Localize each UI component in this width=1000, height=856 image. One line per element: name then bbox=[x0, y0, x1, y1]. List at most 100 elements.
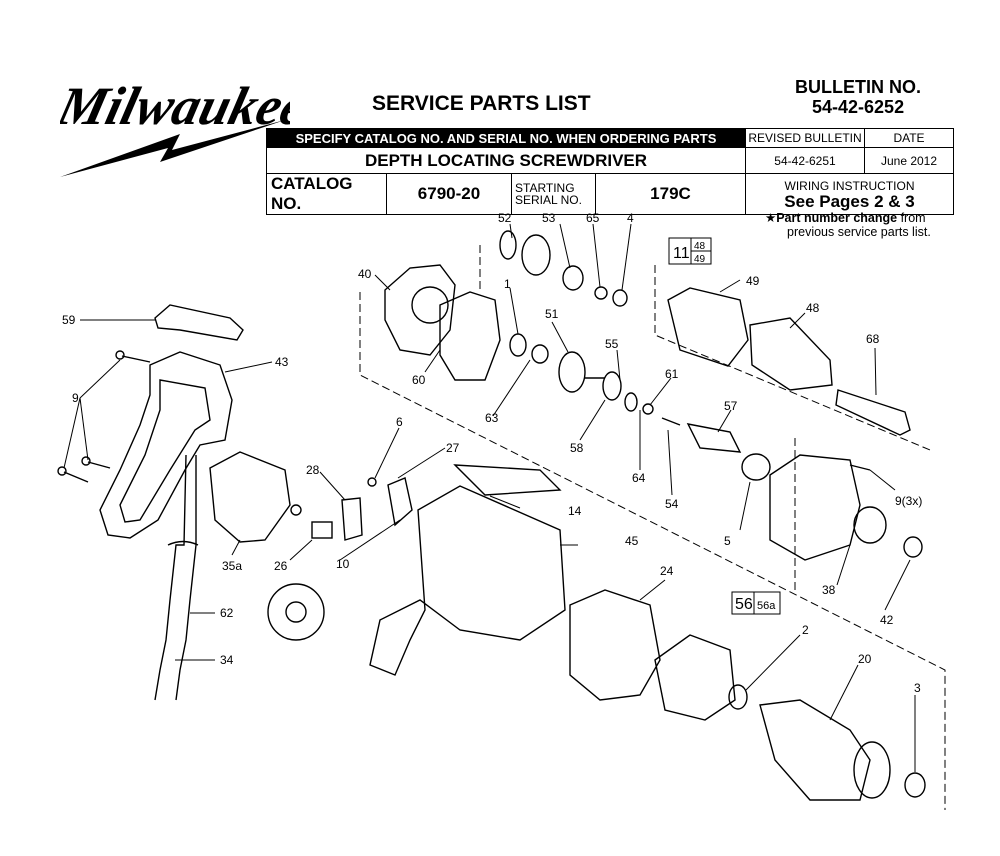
part-65-washer bbox=[594, 286, 608, 300]
bulletin-number: 54-42-6252 bbox=[812, 97, 905, 117]
part-40-gear-plate bbox=[384, 264, 456, 356]
callout-45: 45 bbox=[625, 534, 639, 548]
serial-label: SERIAL NO. bbox=[515, 193, 582, 207]
leader-lines bbox=[63, 223, 916, 772]
callout-27: 27 bbox=[446, 441, 460, 455]
callout-24: 24 bbox=[660, 564, 674, 578]
callout-51: 51 bbox=[545, 307, 559, 321]
gear-plate-bore bbox=[411, 286, 449, 324]
part-52-bearing bbox=[499, 230, 517, 260]
part-55-clutch-ball bbox=[624, 392, 638, 412]
part-20-armature bbox=[759, 699, 871, 801]
part-54-spring bbox=[661, 417, 681, 426]
part-3-bearing bbox=[904, 772, 926, 798]
callout-59: 59 bbox=[62, 313, 76, 327]
box-11-top: 48 bbox=[694, 241, 706, 252]
callout-60: 60 bbox=[412, 373, 426, 387]
header-table: SPECIFY CATALOG NO. AND SERIAL NO. WHEN … bbox=[266, 128, 954, 215]
part-27-brush-holder bbox=[387, 477, 413, 527]
part-52-gear bbox=[521, 234, 551, 276]
note-rest1: from bbox=[897, 211, 926, 225]
switch-lever bbox=[290, 504, 302, 516]
bulletin-label: BULLETIN NO. bbox=[795, 77, 921, 97]
callout-6: 6 bbox=[396, 415, 403, 429]
serial-number: 179C bbox=[595, 173, 746, 215]
part-43-handle-housing bbox=[99, 351, 233, 539]
part-61-washer bbox=[642, 403, 654, 415]
callout-49: 49 bbox=[746, 274, 760, 288]
callout-58: 58 bbox=[570, 441, 584, 455]
box-11-bottom: 49 bbox=[694, 254, 706, 265]
note-bold: Part number change bbox=[776, 211, 898, 225]
callout-40: 40 bbox=[358, 267, 372, 281]
part-14-nameplate bbox=[453, 464, 562, 496]
catalog-number: 6790-20 bbox=[386, 173, 512, 215]
part-10-spring bbox=[285, 601, 307, 623]
callout-14: 14 bbox=[568, 504, 582, 518]
callout-20: 20 bbox=[858, 652, 872, 666]
callout-53: 53 bbox=[542, 211, 556, 225]
boxed-callout-11: 11 48 49 bbox=[668, 237, 712, 265]
part-9-screws bbox=[57, 350, 151, 483]
wiring-label: WIRING INSTRUCTION bbox=[784, 179, 915, 193]
callout-2: 2 bbox=[802, 623, 809, 637]
callout-34: 34 bbox=[220, 653, 234, 667]
document-title: SERVICE PARTS LIST bbox=[372, 92, 591, 115]
callout-3: 3 bbox=[914, 681, 921, 695]
callout-1: 1 bbox=[504, 277, 511, 291]
note-rest2: previous service parts list. bbox=[787, 225, 931, 239]
logo-wordmark: Milwaukee bbox=[60, 76, 290, 136]
cord-protector-collar bbox=[167, 540, 199, 546]
part-9-screw-gear-case bbox=[849, 464, 871, 471]
callout-labels: 52 53 65 4 40 1 51 60 63 55 58 61 64 54 … bbox=[62, 211, 922, 695]
callout-64: 64 bbox=[632, 471, 646, 485]
product-name: DEPTH LOCATING SCREWDRIVER bbox=[266, 147, 746, 174]
part-10-inset-circle bbox=[267, 583, 325, 641]
callout-65: 65 bbox=[586, 211, 600, 225]
gear-case-nose bbox=[853, 506, 887, 544]
part-49-nose-housing bbox=[667, 287, 749, 367]
boxed-callout-56: 56 56a bbox=[731, 591, 781, 615]
part-62-cord-protector bbox=[154, 454, 197, 701]
box-56-sub: 56a bbox=[757, 600, 776, 612]
callout-9: 9 bbox=[72, 391, 79, 405]
starting-serial-label: STARTING SERIAL NO. bbox=[511, 173, 596, 215]
callout-10: 10 bbox=[336, 557, 350, 571]
part-57-spindle bbox=[686, 423, 742, 453]
callout-55: 55 bbox=[605, 337, 619, 351]
part-4-bushing bbox=[612, 289, 628, 307]
callout-4: 4 bbox=[627, 211, 634, 225]
part-56-baffle bbox=[654, 634, 736, 721]
part-48-depth-locator bbox=[749, 317, 833, 391]
part-38-gear-case bbox=[769, 454, 861, 561]
milwaukee-logo: Milwaukee bbox=[51, 72, 313, 182]
box-11-main: 11 bbox=[673, 245, 690, 262]
part-24-field bbox=[569, 589, 661, 701]
part-53-pinion bbox=[562, 265, 584, 291]
callout-57: 57 bbox=[724, 399, 738, 413]
part-42-bushing bbox=[903, 536, 923, 558]
callout-48: 48 bbox=[806, 301, 820, 315]
callout-61: 61 bbox=[665, 367, 679, 381]
star-icon: ★ bbox=[765, 211, 777, 225]
wiring-cell: WIRING INSTRUCTION See Pages 2 & 3 bbox=[745, 173, 954, 215]
part-51-gear bbox=[558, 351, 586, 393]
starting-label: STARTING bbox=[515, 181, 575, 195]
lightning-bolt-icon bbox=[60, 120, 285, 177]
part-59-housing-top bbox=[154, 304, 244, 341]
part-2-bearing bbox=[728, 684, 748, 710]
part-6-screw bbox=[367, 477, 377, 487]
part-26-brush bbox=[311, 521, 333, 539]
part-45-motor-housing bbox=[369, 485, 566, 676]
wiring-value: See Pages 2 & 3 bbox=[784, 192, 915, 211]
part-change-note: ★Part number change from previous servic… bbox=[765, 211, 931, 239]
assembly-guide-lines bbox=[359, 245, 946, 810]
callout-9-3x: 9(3x) bbox=[895, 494, 922, 508]
callout-62: 62 bbox=[220, 606, 234, 620]
part-28-brush-holder bbox=[341, 497, 363, 541]
callout-28: 28 bbox=[306, 463, 320, 477]
part-1-bearing bbox=[509, 333, 527, 357]
catalog-label: CATALOG NO. bbox=[266, 173, 387, 215]
part-63-sleeve bbox=[531, 344, 549, 364]
